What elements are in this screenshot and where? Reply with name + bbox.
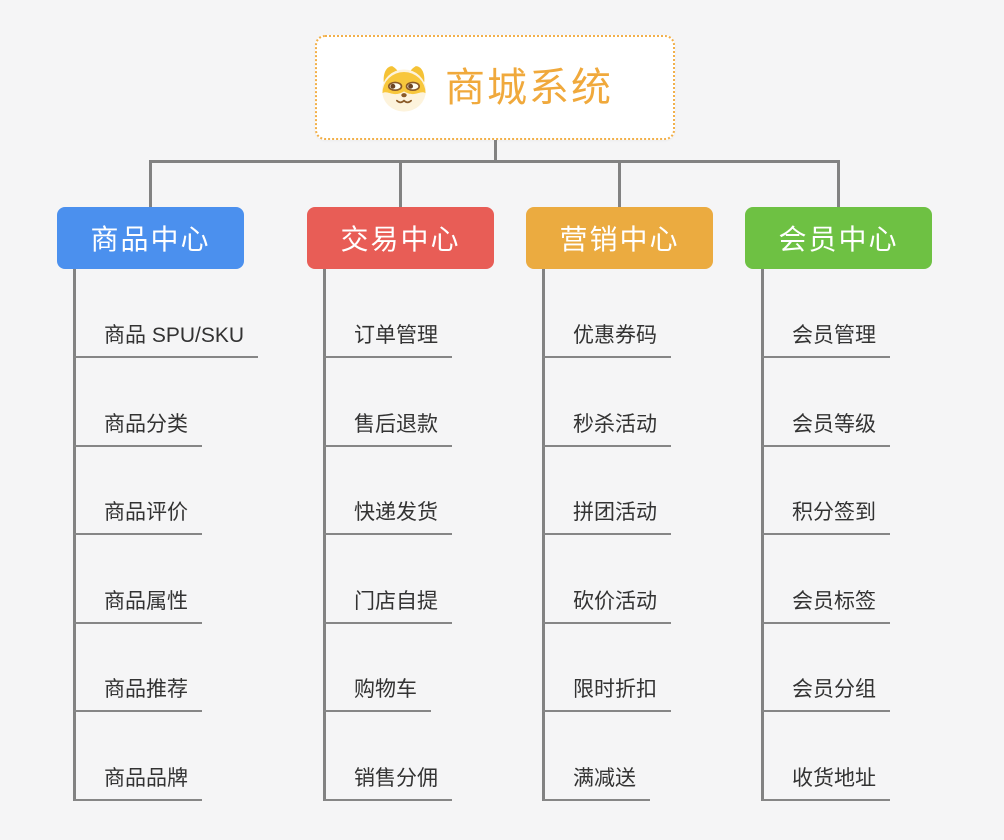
leaf-node[interactable]: 秒杀活动 (543, 412, 671, 447)
connector-trunk (761, 269, 764, 801)
leaf-node[interactable]: 购物车 (324, 677, 431, 712)
leaf-node[interactable]: 商品属性 (74, 589, 202, 624)
leaf-node[interactable]: 销售分佣 (324, 766, 452, 801)
connector-drop (837, 160, 840, 207)
branch-node[interactable]: 商品中心 (57, 207, 244, 269)
leaf-node[interactable]: 会员标签 (762, 589, 890, 624)
leaf-node[interactable]: 快递发货 (324, 500, 452, 535)
leaf-node[interactable]: 门店自提 (324, 589, 452, 624)
leaf-node[interactable]: 积分签到 (762, 500, 890, 535)
leaf-node[interactable]: 商品推荐 (74, 677, 202, 712)
connector-drop (149, 160, 152, 207)
root-title: 商城系统 (445, 65, 613, 110)
leaf-node[interactable]: 限时折扣 (543, 677, 671, 712)
leaf-node[interactable]: 售后退款 (324, 412, 452, 447)
leaf-node[interactable]: 会员等级 (762, 412, 890, 447)
connector-trunk (73, 269, 76, 801)
leaf-node[interactable]: 会员分组 (762, 677, 890, 712)
leaf-node[interactable]: 优惠券码 (543, 323, 671, 358)
connector-bus (149, 160, 840, 163)
connector-trunk (323, 269, 326, 801)
leaf-node[interactable]: 商品 SPU/SKU (74, 323, 259, 358)
leaf-node[interactable]: 商品品牌 (74, 766, 202, 801)
branch-node[interactable]: 交易中心 (307, 207, 494, 269)
connector-root-stub (493, 140, 497, 163)
branch-node[interactable]: 营销中心 (526, 207, 713, 269)
shiba-dog-icon (382, 65, 426, 112)
connector-drop (399, 160, 402, 207)
leaf-node[interactable]: 商品评价 (74, 500, 202, 535)
leaf-node[interactable]: 收货地址 (762, 766, 890, 801)
leaf-node[interactable]: 砍价活动 (543, 589, 671, 624)
connector-drop (618, 160, 621, 207)
leaf-node[interactable]: 商品分类 (74, 412, 202, 447)
root-node-mall-system[interactable]: 商城系统 (315, 35, 675, 140)
leaf-node[interactable]: 拼团活动 (543, 500, 671, 535)
connector-trunk (542, 269, 545, 801)
branch-node[interactable]: 会员中心 (745, 207, 932, 269)
leaf-node[interactable]: 订单管理 (324, 323, 452, 358)
leaf-node[interactable]: 会员管理 (762, 323, 890, 358)
leaf-node[interactable]: 满减送 (543, 766, 650, 801)
